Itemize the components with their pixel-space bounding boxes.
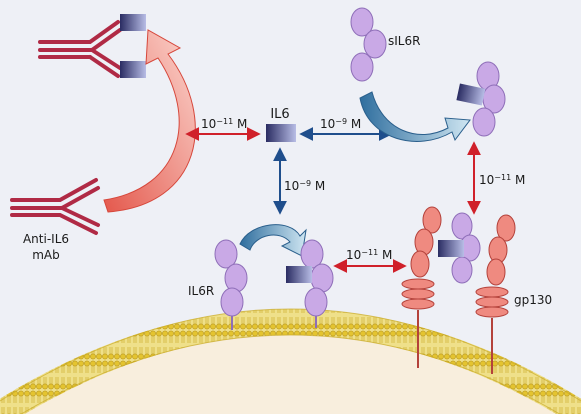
antibody-label-line1: Anti-IL6 — [23, 232, 69, 246]
il6-bound-to-antibody-upper — [120, 14, 146, 31]
il6r-membrane — [214, 239, 248, 330]
il6-ligand — [266, 124, 296, 142]
cell-membrane — [0, 308, 581, 414]
il6-il6r-affinity: 10−9 M — [284, 179, 325, 194]
il6-bound-to-antibody-lower — [120, 61, 146, 78]
gp130-receptor-left — [401, 206, 442, 368]
lipid-bilayer — [0, 309, 581, 414]
antibody-bound — [38, 14, 146, 78]
sil6r-il6-complex — [456, 61, 506, 137]
antibody-il6-affinity: 10−11 M — [201, 117, 247, 132]
antibody-label-line2: mAb — [32, 248, 60, 262]
il6r-binding-swoosh — [239, 224, 307, 257]
sil6r-free — [350, 7, 387, 82]
antibody-free — [10, 178, 100, 235]
antibody-capture-arrow — [103, 29, 196, 213]
il6-sil6r-affinity: 10−9 M — [320, 117, 361, 132]
gp130-label: gp130 — [514, 293, 552, 307]
sil6r-label: sIL6R — [388, 34, 420, 48]
il6r-il6-complex — [286, 239, 334, 328]
sil6r-gp130-affinity: 10−11 M — [479, 173, 525, 188]
sil6r-il6-gp130-complex — [438, 212, 481, 284]
il6r-label: IL6R — [188, 284, 214, 298]
sil6r-binding-swoosh — [359, 91, 471, 142]
il6-label: IL6 — [270, 107, 289, 122]
gp130-receptor-right — [475, 214, 516, 374]
il6r-gp130-affinity: 10−11 M — [346, 248, 392, 263]
